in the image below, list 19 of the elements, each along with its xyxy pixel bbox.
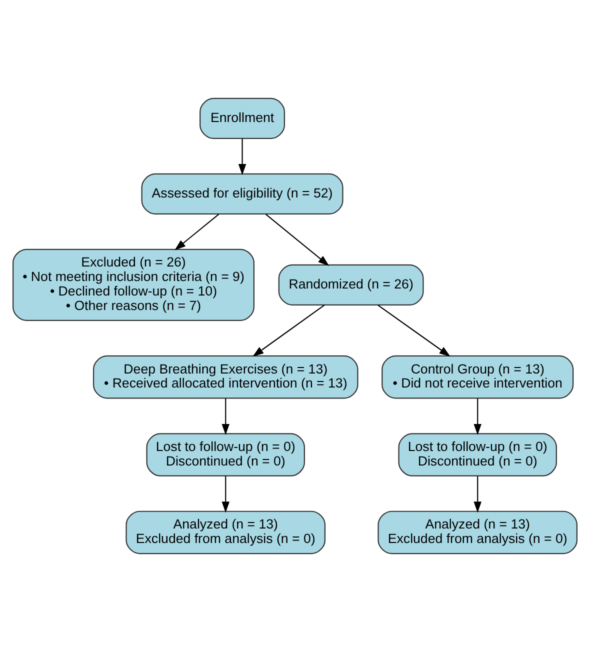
node-box: Assessed for eligibility (n = 52) — [141, 173, 344, 214]
arrow — [474, 476, 482, 513]
node-box: Excluded (n = 26) • Not meeting inclusion criteria (n = 9) • Declined follow-up (n = 10) • Other reasons (n = 7) — [12, 248, 254, 321]
arrow — [252, 304, 325, 357]
node-box: Randomized (n = 26) — [278, 264, 424, 306]
node-box: Analyzed (n = 13) Excluded from analysis (n = 0) — [126, 510, 326, 554]
arrow — [474, 398, 482, 436]
node-box: Deep Breathing Exercises (n = 13) • Received allocated intervention (n = 13) — [92, 355, 358, 399]
arrow — [222, 476, 230, 513]
node-box: Control Group (n = 13) • Did not receive intervention — [382, 355, 574, 399]
arrow — [174, 214, 220, 250]
node-box: Lost to follow-up (n = 0) Discontinued (n = 0) — [398, 433, 557, 476]
node-box: Analyzed (n = 13) Excluded from analysis (n = 0) — [378, 510, 578, 554]
arrow — [222, 398, 230, 436]
arrow — [378, 304, 450, 357]
arrow — [266, 214, 330, 266]
arrow — [238, 138, 246, 176]
node-box: Enrollment — [200, 98, 285, 139]
node-box: Lost to follow-up (n = 0) Discontinued (n = 0) — [146, 433, 305, 476]
